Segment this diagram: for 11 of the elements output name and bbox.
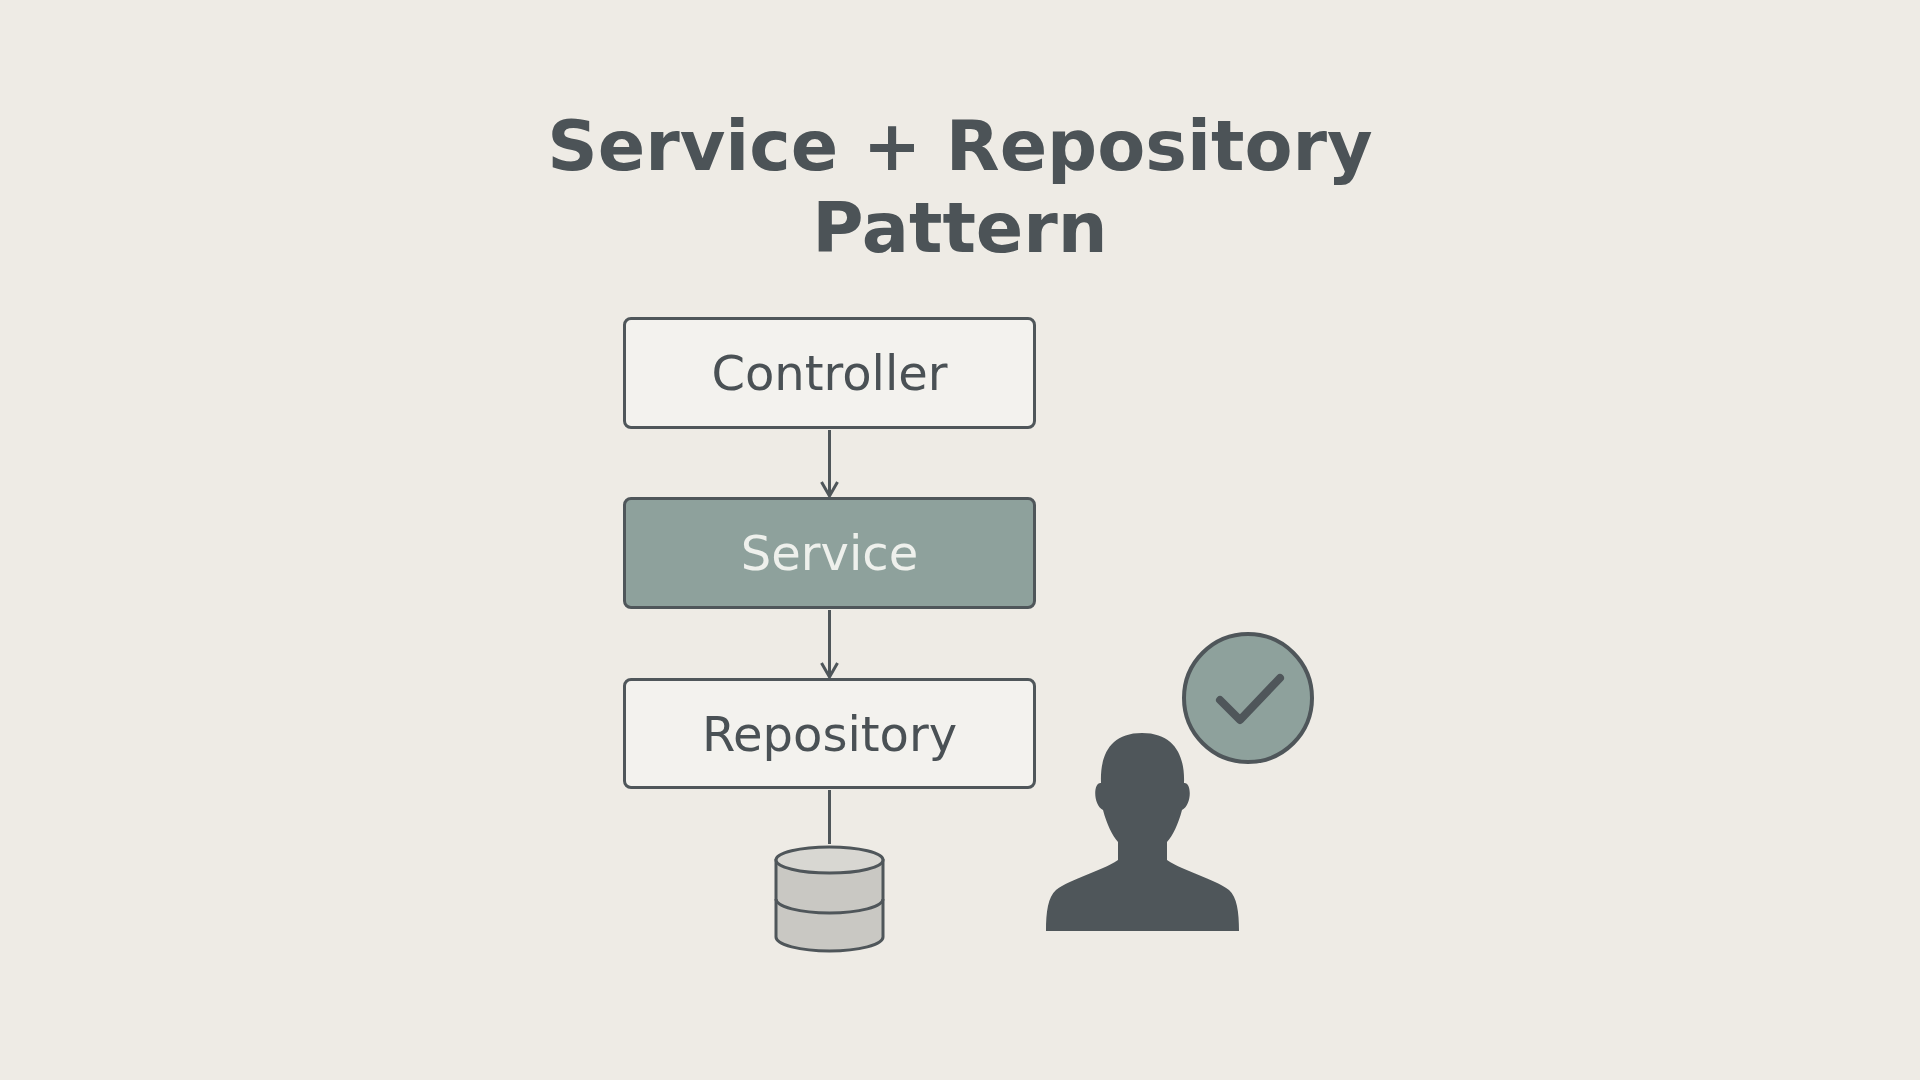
- arrow: [820, 430, 839, 498]
- process-box: [623, 317, 1036, 429]
- box-label: Service: [740, 525, 919, 581]
- box-label: Controller: [711, 345, 948, 401]
- connector-line: [828, 790, 831, 844]
- arrow: [820, 610, 839, 679]
- box-label: Repository: [701, 705, 958, 762]
- diagram-title: Service + Repository Pattern: [546, 105, 1374, 269]
- process-box: [623, 678, 1036, 789]
- database-cylinder: [774, 845, 885, 953]
- process-box: [623, 497, 1036, 609]
